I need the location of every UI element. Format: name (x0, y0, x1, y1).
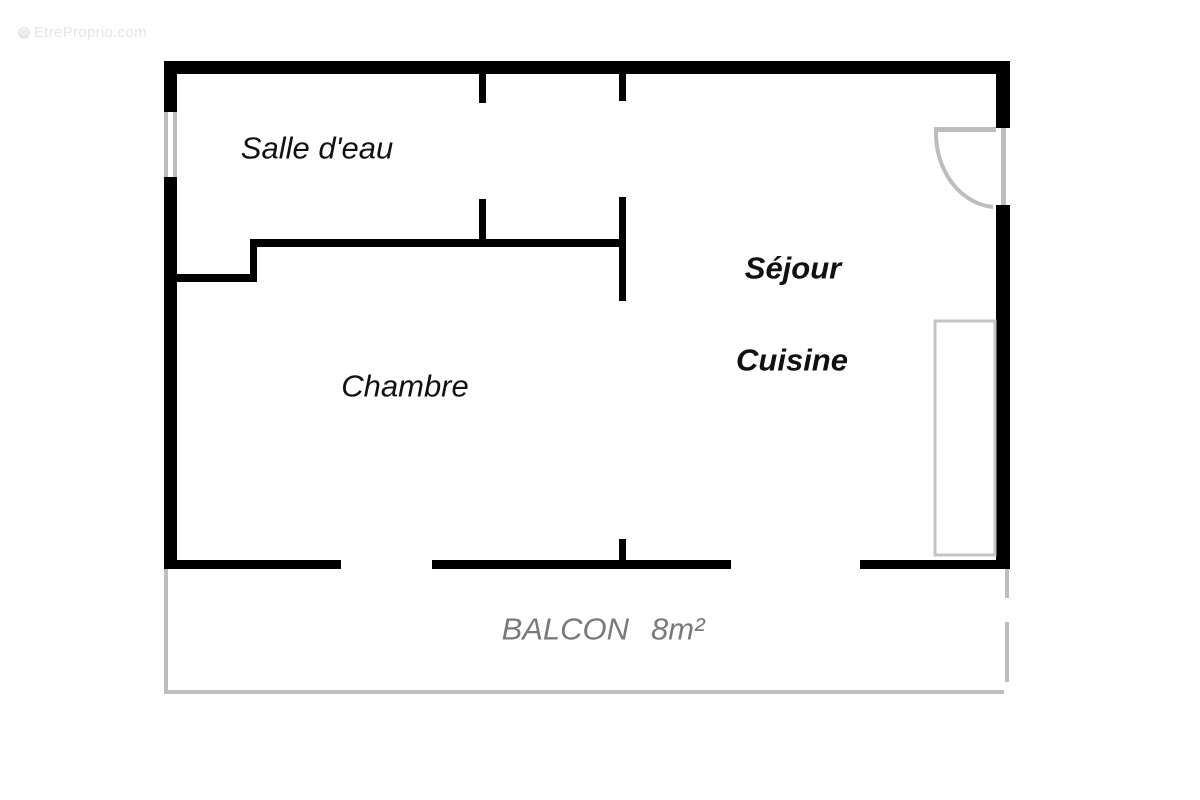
room-label-cuisine: Cuisine (736, 342, 848, 378)
watermark: © EtreProprio.com (18, 24, 147, 41)
copyright-icon: © (18, 27, 30, 40)
room-label-chambre: Chambre (341, 368, 469, 404)
interior-walls (177, 70, 626, 563)
balcony-name: BALCON (501, 611, 630, 647)
door-icon (933, 127, 1006, 209)
room-label-salle-deau: Salle d'eau (240, 130, 394, 166)
balcony-area: 8m² (651, 611, 705, 647)
room-label-sejour: Séjour (744, 250, 842, 286)
balcony-label: BALCON 8m² (502, 614, 705, 645)
exterior-walls (164, 61, 1010, 569)
balcony-outline (164, 568, 1009, 694)
window-icon (164, 112, 177, 177)
watermark-text: EtreProprio.com (34, 24, 147, 41)
kitchen-counter (933, 319, 997, 557)
